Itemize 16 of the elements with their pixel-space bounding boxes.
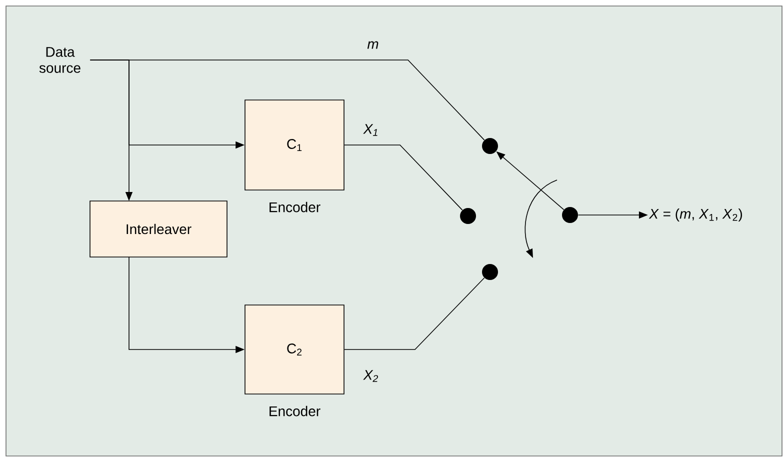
connector	[344, 144, 463, 210]
edge-label: m	[367, 41, 378, 49]
process-box: Interleaver	[90, 200, 228, 258]
encoder-box: C$_{1}$	[244, 100, 344, 190]
text-label: X = (m, X$_{1}$, X$_{2}$)	[648, 208, 742, 222]
node-label: Encoder	[270, 406, 320, 416]
contact-dot	[460, 208, 476, 224]
contact-dot	[562, 207, 578, 223]
edge-label: X$_{1}$	[363, 124, 378, 136]
edge-label: X$_{2}$	[363, 370, 378, 382]
text-label: Data source	[39, 47, 80, 73]
contact-dot	[482, 264, 498, 280]
connector	[344, 278, 485, 350]
encoder-box: C$_{2}$	[244, 304, 344, 394]
node-label: Encoder	[270, 202, 320, 212]
contact-dot	[482, 138, 498, 154]
